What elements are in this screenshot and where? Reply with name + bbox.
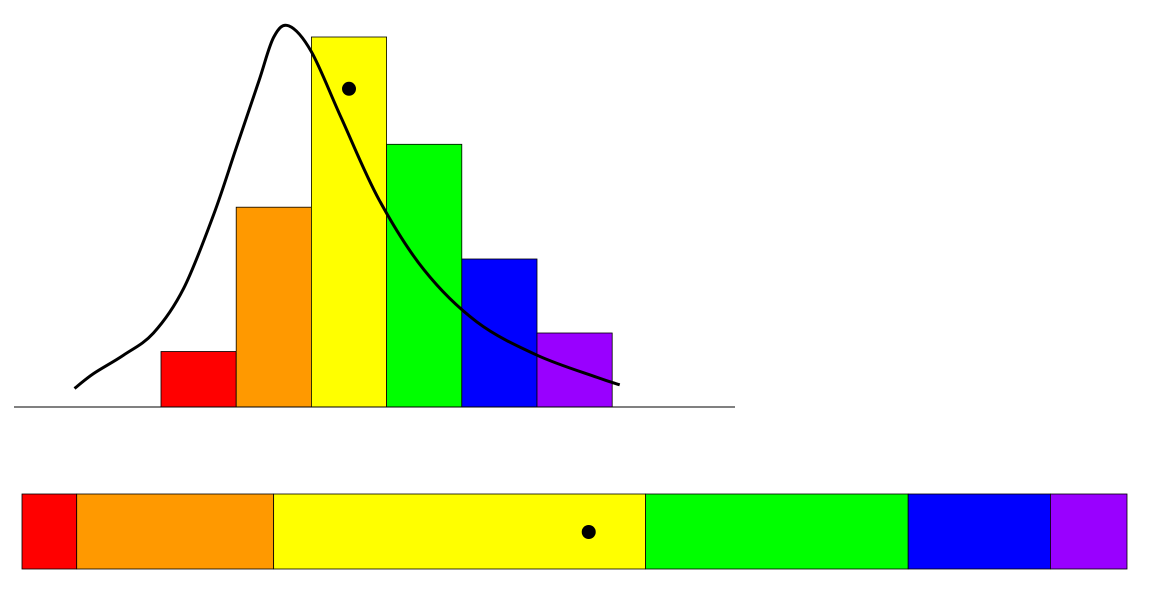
histogram-chart: [14, 23, 735, 408]
histogram-bar-red: [160, 351, 237, 408]
histogram-bar-orange: [235, 206, 312, 408]
histogram-bar-green: [386, 143, 463, 408]
strip-segment-orange: [76, 493, 275, 570]
strip-segment-red: [21, 493, 78, 570]
strip-marker-dot: [581, 525, 596, 539]
histogram-bar-blue: [461, 258, 538, 408]
histogram-marker-dot: [342, 81, 356, 96]
strip-segment-green: [645, 493, 909, 570]
histogram-bar-yellow: [310, 36, 387, 408]
strip-segment-blue: [907, 493, 1051, 570]
strip-segment-violet: [1050, 493, 1128, 570]
density-curve: [73, 23, 621, 390]
proportion-strip-chart: [21, 493, 1128, 570]
